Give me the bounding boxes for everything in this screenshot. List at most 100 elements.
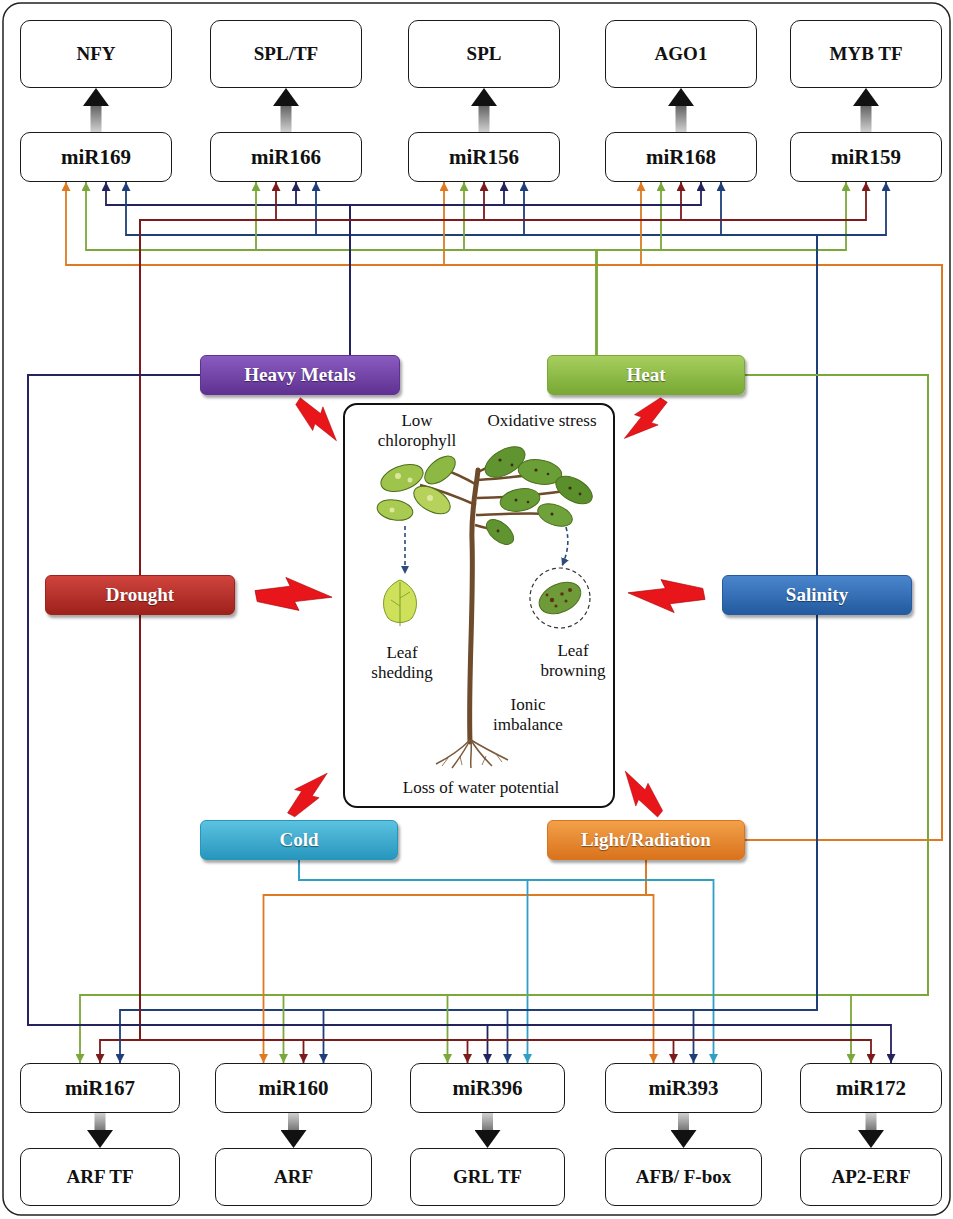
stress-connector	[597, 182, 662, 355]
stress-connector	[140, 182, 866, 575]
stress-connector	[299, 860, 714, 1063]
symptom-slot: Loss of water potential	[355, 778, 607, 798]
stress-connector	[86, 182, 597, 355]
mirna-box: miR159	[790, 132, 942, 182]
stress-connector	[641, 182, 942, 840]
target-arrow	[288, 1113, 299, 1130]
mirna-label: miR167	[65, 1076, 135, 1100]
target-arrow	[91, 106, 102, 132]
stress-box: Drought	[45, 575, 235, 615]
symptom-label: Ionic imbalance	[483, 695, 573, 734]
lightning-bolt	[617, 392, 674, 449]
mirna-label: miR160	[259, 1076, 329, 1100]
mirna-label: miR156	[449, 145, 519, 169]
target-gene-box: AP2-ERF	[800, 1148, 942, 1206]
outer-frame	[3, 3, 950, 1215]
target-arrow	[678, 1113, 689, 1130]
target-label: AFB/ F-box	[636, 1166, 732, 1188]
stress-connector	[28, 375, 488, 1063]
stress-connector	[597, 182, 847, 355]
target-arrow	[676, 106, 687, 132]
stress-connector	[745, 375, 928, 1063]
mirna-box: miR393	[605, 1063, 762, 1113]
mirna-label: miR166	[251, 145, 321, 169]
lightning-bolt	[290, 391, 347, 448]
target-arrow	[95, 1113, 106, 1130]
target-label: AGO1	[655, 43, 708, 65]
target-arrow	[861, 106, 872, 132]
stress-box: Heat	[547, 355, 745, 395]
mirna-label: miR159	[831, 145, 901, 169]
lightning-bolt	[628, 580, 705, 613]
shed-leaf	[384, 580, 417, 626]
symptom-label: Low chlorophyll	[367, 411, 467, 450]
target-gene-box: SPL	[408, 20, 560, 88]
stress-connector	[284, 375, 929, 1063]
stress-box: Salinity	[722, 575, 912, 615]
target-gene-box: SPL/TF	[210, 20, 362, 88]
stress-connector	[106, 182, 350, 355]
symptom-slot: Low chlorophyll	[367, 411, 467, 450]
symptom-slot: Oxidative stress	[473, 411, 611, 431]
mirna-label: miR396	[453, 1076, 523, 1100]
stress-box: Cold	[200, 820, 398, 860]
mirna-label: miR169	[61, 145, 131, 169]
stress-connector	[80, 375, 928, 1063]
stress-connector	[817, 182, 886, 575]
stress-connector	[646, 860, 654, 1063]
symptom-label: Leaf shedding	[357, 643, 447, 682]
stress-connector	[28, 375, 891, 1063]
target-label: ARF	[274, 1166, 313, 1188]
stress-connector	[350, 182, 701, 355]
roots	[436, 740, 508, 768]
lightning-bolt	[280, 764, 334, 822]
lightning-bolt	[614, 765, 668, 823]
target-label: AP2-ERF	[831, 1166, 910, 1188]
mirna-box: miR396	[410, 1063, 565, 1113]
target-label: SPL/TF	[254, 43, 318, 65]
target-gene-box: AGO1	[605, 20, 757, 88]
mirna-box: miR156	[408, 132, 560, 182]
lightning-bolts	[255, 391, 705, 823]
stress-label: Light/Radiation	[581, 829, 711, 851]
target-label: SPL	[467, 43, 502, 65]
plant-illustration	[376, 441, 597, 768]
stress-connector	[264, 860, 647, 1063]
stress-label: Cold	[279, 829, 318, 851]
plant-stress-panel: Low chlorophyll Oxidative stressLeaf shed…	[343, 403, 615, 808]
mirna-label: miR168	[646, 145, 716, 169]
stress-connector	[296, 182, 350, 355]
mirna-label: miR172	[836, 1076, 906, 1100]
target-label: NFY	[76, 43, 115, 65]
stress-box: Light/Radiation	[547, 820, 745, 860]
stress-connector	[444, 182, 942, 840]
stress-label: Heat	[626, 364, 665, 386]
symptom-slot: Leaf browning	[533, 641, 613, 680]
mirna-box: miR168	[605, 132, 757, 182]
stress-connector	[508, 615, 818, 1063]
symptom-label: Loss of water potential	[355, 778, 607, 798]
target-gene-box: NFY	[20, 20, 172, 88]
browning-inset	[530, 568, 590, 628]
stress-connector	[448, 375, 929, 1063]
symptom-label: Leaf browning	[533, 641, 613, 680]
mirna-box: miR167	[20, 1063, 180, 1113]
mirna-box: miR166	[210, 132, 362, 182]
stress-box: Heavy Metals	[200, 355, 400, 395]
mirna-box: miR160	[215, 1063, 372, 1113]
stress-label: Salinity	[786, 584, 848, 606]
symptom-label: Oxidative stress	[473, 411, 611, 431]
mirna-label: miR393	[649, 1076, 719, 1100]
stress-connector	[100, 615, 140, 1063]
stress-connector	[299, 860, 528, 1063]
stress-connector	[66, 182, 942, 840]
target-arrow	[482, 1113, 493, 1130]
stress-connector	[140, 615, 468, 1063]
target-arrow	[281, 106, 292, 132]
target-label: GRL TF	[453, 1166, 522, 1188]
stress-label: Heavy Metals	[244, 364, 355, 386]
target-gene-box: GRL TF	[410, 1148, 565, 1206]
target-gene-box: ARF TF	[20, 1148, 180, 1206]
target-gene-box: ARF	[215, 1148, 372, 1206]
target-arrow	[479, 106, 490, 132]
